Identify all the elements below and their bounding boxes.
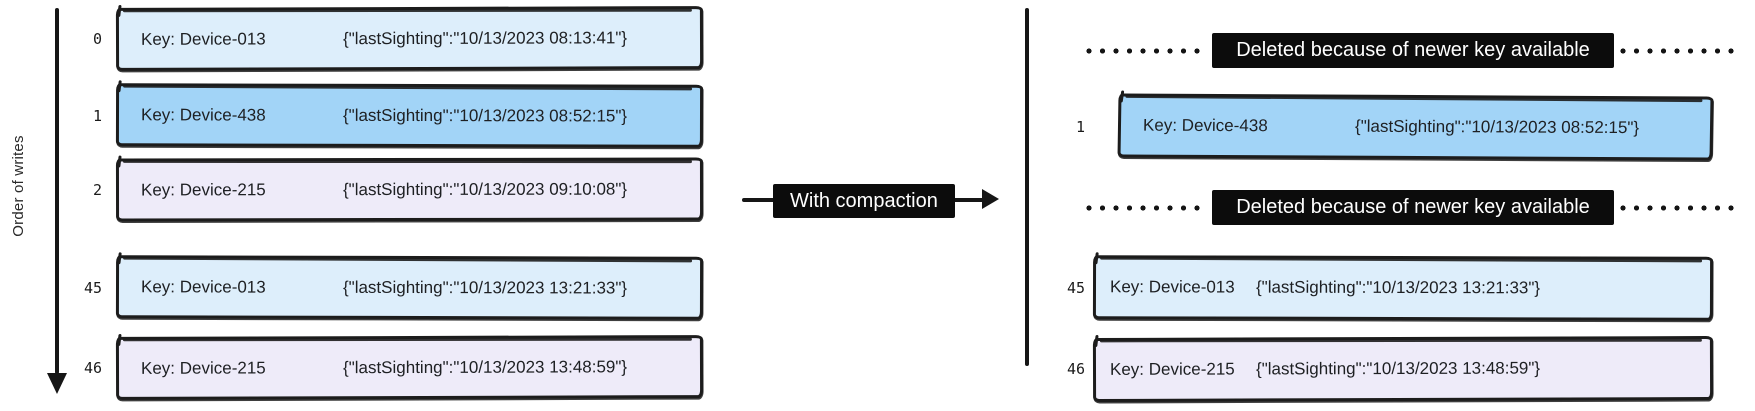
right-arrow-icon xyxy=(982,189,999,209)
row-index: 1 xyxy=(1075,118,1085,136)
row-index: 45 xyxy=(83,278,102,297)
deleted-marker-top: Deleted because of newer key available xyxy=(1086,33,1740,68)
record-key: Key: Device-013 xyxy=(1109,277,1235,297)
record-key: Key: Device-438 xyxy=(140,104,266,125)
record-value: {"lastSighting":"10/13/2023 08:52:15"} xyxy=(1354,116,1640,138)
compacted-log-axis xyxy=(1025,8,1029,366)
down-arrow-icon xyxy=(47,373,67,394)
log-row-2: 2 Key: Device-215 {"lastSighting":"10/13… xyxy=(60,157,704,222)
deleted-label: Deleted because of newer key available xyxy=(1212,33,1614,68)
row-index: 0 xyxy=(92,29,102,48)
record-value: {"lastSighting":"10/13/2023 08:52:15"} xyxy=(342,105,628,126)
record-key: Key: Device-215 xyxy=(1109,359,1235,379)
order-of-writes-label: Order of writes xyxy=(10,135,27,237)
with-compaction-label: With compaction xyxy=(773,184,955,218)
log-record: Key: Device-438 {"lastSighting":"10/13/2… xyxy=(115,83,704,148)
log-row-46: 46 Key: Device-215 {"lastSighting":"10/1… xyxy=(60,335,704,400)
row-index: 46 xyxy=(1066,360,1085,378)
record-key: Key: Device-438 xyxy=(1142,115,1268,136)
row-index: 46 xyxy=(83,358,102,377)
record-key: Key: Device-215 xyxy=(140,179,266,199)
record-value: {"lastSighting":"10/13/2023 13:21:33"} xyxy=(1255,277,1541,298)
log-record: Key: Device-215 {"lastSighting":"10/13/2… xyxy=(115,335,704,400)
log-record: Key: Device-438 {"lastSighting":"10/13/2… xyxy=(1117,93,1714,161)
record-value: {"lastSighting":"10/13/2023 13:48:59"} xyxy=(342,356,628,377)
compacted-row-46: 46 Key: Device-215 {"lastSighting":"10/1… xyxy=(1043,336,1714,402)
log-row-1: 1 Key: Device-438 {"lastSighting":"10/13… xyxy=(60,83,704,148)
dotted-line xyxy=(1086,47,1207,54)
compacted-row-1: 1 Key: Device-438 {"lastSighting":"10/13… xyxy=(1043,93,1714,161)
record-value: {"lastSighting":"10/13/2023 13:21:33"} xyxy=(342,277,628,298)
log-record: Key: Device-215 {"lastSighting":"10/13/2… xyxy=(115,157,704,222)
log-row-45: 45 Key: Device-013 {"lastSighting":"10/1… xyxy=(60,255,704,320)
record-key: Key: Device-215 xyxy=(140,357,266,378)
dotted-line xyxy=(1086,204,1207,211)
log-record: Key: Device-013 {"lastSighting":"10/13/2… xyxy=(115,6,704,71)
record-value: {"lastSighting":"10/13/2023 08:13:41"} xyxy=(342,27,628,48)
row-index: 45 xyxy=(1066,279,1085,297)
dotted-line xyxy=(1619,204,1740,211)
log-record: Key: Device-013 {"lastSighting":"10/13/2… xyxy=(115,255,704,320)
log-row-0: 0 Key: Device-013 {"lastSighting":"10/13… xyxy=(60,6,704,71)
record-key: Key: Device-013 xyxy=(140,28,266,49)
deleted-label: Deleted because of newer key available xyxy=(1212,190,1614,225)
dotted-line xyxy=(1619,47,1740,54)
record-key: Key: Device-013 xyxy=(140,276,266,297)
record-value: {"lastSighting":"10/13/2023 13:48:59"} xyxy=(1255,358,1541,379)
row-index: 1 xyxy=(92,106,102,125)
log-record: Key: Device-215 {"lastSighting":"10/13/2… xyxy=(1092,336,1714,402)
row-index: 2 xyxy=(92,180,102,199)
order-of-writes-axis xyxy=(55,8,59,374)
log-record: Key: Device-013 {"lastSighting":"10/13/2… xyxy=(1092,255,1714,321)
deleted-marker-middle: Deleted because of newer key available xyxy=(1086,190,1740,225)
record-value: {"lastSighting":"10/13/2023 09:10:08"} xyxy=(342,179,628,199)
compacted-row-45: 45 Key: Device-013 {"lastSighting":"10/1… xyxy=(1043,255,1714,321)
